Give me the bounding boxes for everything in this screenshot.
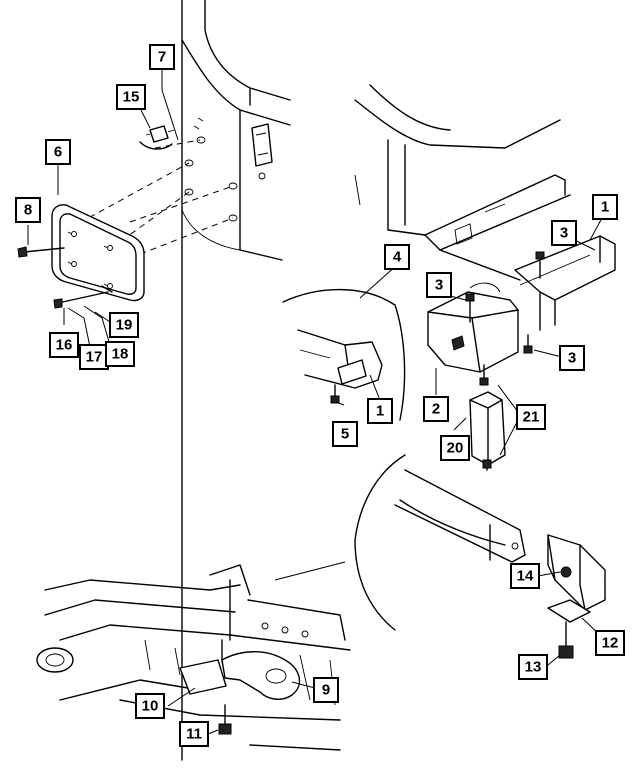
- callout-13: 13: [518, 654, 548, 680]
- callout-9: 9: [313, 677, 339, 703]
- tail-lamp-part-6: [51, 204, 145, 302]
- svg-text:20: 20: [447, 440, 464, 457]
- callout-8: 8: [15, 197, 41, 223]
- detail-circle-frame-mount: [282, 288, 406, 421]
- callout-19: 19: [109, 312, 139, 338]
- callout-leaders: [27, 68, 603, 735]
- callout-5: 5: [332, 421, 358, 447]
- clip-part-15: [139, 125, 175, 150]
- callout-3-left: 3: [426, 272, 452, 298]
- svg-text:19: 19: [116, 317, 133, 334]
- callout-16: 16: [49, 332, 79, 358]
- pad-part-20: [469, 364, 506, 471]
- callout-7: 7: [149, 44, 175, 70]
- svg-text:7: 7: [158, 49, 166, 66]
- lamp-screws: [17, 246, 113, 309]
- callout-2: 2: [423, 396, 449, 422]
- svg-text:14: 14: [517, 568, 534, 585]
- bumper-endcap-part-2: [427, 282, 519, 373]
- callout-3-top: 3: [551, 220, 577, 246]
- svg-text:21: 21: [523, 409, 540, 426]
- rear-body-lower: [354, 84, 561, 236]
- callout-15: 15: [116, 84, 146, 110]
- svg-text:1: 1: [376, 403, 384, 420]
- callout-17: 17: [79, 344, 109, 370]
- svg-text:12: 12: [602, 635, 619, 652]
- callout-18: 18: [105, 341, 135, 367]
- svg-text:8: 8: [24, 202, 32, 219]
- svg-text:1: 1: [601, 199, 609, 216]
- bumper-bolts-part-3: [465, 251, 545, 354]
- detail-circle-tow-bracket: [354, 454, 526, 631]
- callout-14: 14: [510, 563, 540, 589]
- svg-text:10: 10: [142, 698, 159, 715]
- underbody-frame: [36, 564, 351, 751]
- svg-text:16: 16: [56, 337, 73, 354]
- tow-hook-bracket-part-10: [179, 639, 232, 735]
- svg-text:18: 18: [112, 346, 129, 363]
- callout-10: 10: [135, 693, 165, 719]
- callout-20: 20: [440, 435, 470, 461]
- svg-text:17: 17: [86, 349, 103, 366]
- svg-text:2: 2: [432, 401, 440, 418]
- svg-text:9: 9: [322, 682, 330, 699]
- svg-text:13: 13: [525, 659, 542, 676]
- svg-text:11: 11: [186, 726, 202, 743]
- svg-text:5: 5: [341, 426, 349, 443]
- tow-bracket: [547, 534, 606, 659]
- svg-text:4: 4: [393, 249, 402, 266]
- svg-text:15: 15: [123, 89, 140, 106]
- svg-text:3: 3: [568, 350, 576, 367]
- svg-text:3: 3: [560, 225, 568, 242]
- callout-1-detail: 1: [367, 398, 393, 424]
- callout-3-right: 3: [559, 345, 585, 371]
- detail-leader-tow: [274, 561, 346, 581]
- callout-1-frame: 1: [592, 194, 618, 220]
- callout-6: 6: [45, 139, 71, 165]
- tow-hook-part-9: [221, 651, 301, 700]
- rear-body-panel: [181, 0, 291, 761]
- callout-4: 4: [384, 244, 410, 270]
- svg-text:6: 6: [54, 144, 62, 161]
- frame-rail: [424, 174, 616, 331]
- callout-21: 21: [516, 404, 546, 430]
- svg-text:3: 3: [435, 277, 443, 294]
- callout-12: 12: [595, 630, 625, 656]
- callout-11: 11: [179, 721, 209, 747]
